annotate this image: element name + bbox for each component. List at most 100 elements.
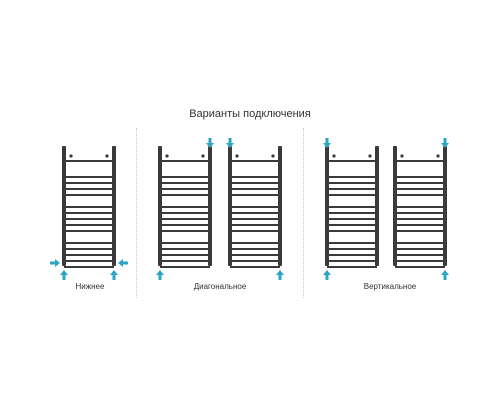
radiator-rung <box>160 182 210 184</box>
radiator-rung <box>395 254 445 256</box>
mount-bracket <box>165 154 169 158</box>
radiator-rung <box>64 212 114 214</box>
radiator-rung <box>327 254 377 256</box>
flow-arrow-icon <box>226 138 234 148</box>
radiator-rung <box>327 176 377 178</box>
flow-arrow-icon <box>206 138 214 148</box>
radiator-rung <box>64 254 114 256</box>
mount-bracket <box>105 154 109 158</box>
radiator-rung <box>230 188 280 190</box>
radiator-rung <box>160 242 210 244</box>
radiator-rung <box>64 188 114 190</box>
radiator-rung <box>395 188 445 190</box>
radiator-rung <box>160 176 210 178</box>
group-divider-1 <box>136 128 137 298</box>
radiator-rung <box>230 224 280 226</box>
radiator-rung <box>327 212 377 214</box>
flow-arrow-icon <box>441 138 449 148</box>
mount-bracket <box>235 154 239 158</box>
flow-arrow-icon <box>60 270 68 280</box>
mount-bracket <box>400 154 404 158</box>
radiator-rung <box>64 260 114 262</box>
radiator-rung <box>64 218 114 220</box>
radiator-rung <box>64 242 114 244</box>
radiator-rung <box>230 266 280 268</box>
radiator-rung <box>160 254 210 256</box>
radiator-rung <box>160 160 210 162</box>
radiator-rung <box>395 194 445 196</box>
radiator-rung <box>230 176 280 178</box>
towel-radiator <box>228 146 282 268</box>
radiator-rung <box>395 224 445 226</box>
radiator-rung <box>64 176 114 178</box>
radiator-rung <box>395 206 445 208</box>
radiator-rung <box>64 266 114 268</box>
label-bottom-connection: Нижнее <box>75 282 105 291</box>
mount-bracket <box>271 154 275 158</box>
towel-radiator <box>62 146 116 268</box>
radiator-rung <box>64 194 114 196</box>
radiator-rung <box>160 230 210 232</box>
radiator-rung <box>395 260 445 262</box>
radiator-rung <box>160 224 210 226</box>
radiator-rung <box>327 182 377 184</box>
group-divider-2 <box>303 128 304 298</box>
flow-arrow-icon <box>156 270 164 280</box>
radiator-rung <box>230 254 280 256</box>
radiator-rung <box>327 160 377 162</box>
radiator-rung <box>327 188 377 190</box>
radiator-rung <box>395 230 445 232</box>
radiator-rung <box>230 182 280 184</box>
towel-radiator <box>393 146 447 268</box>
radiator-rung <box>395 218 445 220</box>
radiator-rung <box>64 248 114 250</box>
flow-arrow-icon <box>441 270 449 280</box>
flow-arrow-icon <box>276 270 284 280</box>
flow-arrow-icon <box>110 270 118 280</box>
radiator-rung <box>64 182 114 184</box>
radiator-rung <box>160 206 210 208</box>
radiator-rung <box>327 218 377 220</box>
radiator-rung <box>327 266 377 268</box>
radiator-rung <box>160 266 210 268</box>
radiator-rung <box>230 248 280 250</box>
towel-radiator <box>325 146 379 268</box>
mount-bracket <box>368 154 372 158</box>
radiator-rung <box>230 160 280 162</box>
radiator-rung <box>230 212 280 214</box>
radiator-rung <box>327 206 377 208</box>
label-diagonal-connection: Диагональное <box>193 282 247 291</box>
radiator-rung <box>395 248 445 250</box>
radiator-rung <box>327 242 377 244</box>
radiator-rung <box>230 260 280 262</box>
radiator-rung <box>395 176 445 178</box>
mount-bracket <box>201 154 205 158</box>
mount-bracket <box>69 154 73 158</box>
flow-arrow-icon <box>323 270 331 280</box>
radiator-rung <box>160 248 210 250</box>
radiator-rung <box>395 160 445 162</box>
radiator-rung <box>327 194 377 196</box>
flow-arrow-icon <box>118 259 128 267</box>
diagram-title: Варианты подключения <box>189 108 311 120</box>
radiator-rung <box>64 206 114 208</box>
radiator-rung <box>64 160 114 162</box>
radiator-rung <box>327 224 377 226</box>
radiator-rung <box>230 194 280 196</box>
radiator-rung <box>230 230 280 232</box>
radiator-rung <box>230 206 280 208</box>
towel-radiator <box>158 146 212 268</box>
radiator-rung <box>230 218 280 220</box>
radiator-rung <box>160 218 210 220</box>
radiator-rung <box>160 188 210 190</box>
flow-arrow-icon <box>50 259 60 267</box>
flow-arrow-icon <box>323 138 331 148</box>
radiator-rung <box>64 230 114 232</box>
radiator-rung <box>395 182 445 184</box>
radiator-rung <box>395 266 445 268</box>
mount-bracket <box>436 154 440 158</box>
mount-bracket <box>332 154 336 158</box>
radiator-rung <box>395 212 445 214</box>
radiator-rung <box>160 212 210 214</box>
